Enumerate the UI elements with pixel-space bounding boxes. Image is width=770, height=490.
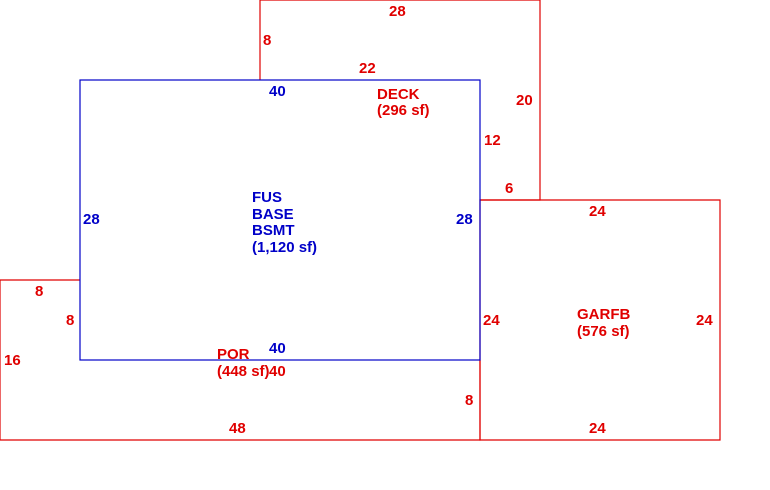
deck-dim-step: 6 <box>505 180 514 197</box>
porch-dim-left: 16 <box>4 352 21 369</box>
porch-name: POR <box>217 346 250 363</box>
main-area-dim-right: 28 <box>456 211 473 228</box>
garage-dim-bottom: 24 <box>589 420 606 437</box>
porch-dim-inner-side: 8 <box>66 312 75 329</box>
main-area-dim-left: 28 <box>83 211 100 228</box>
porch-dim-right: 8 <box>465 392 474 409</box>
garage-dim-right: 24 <box>696 312 713 329</box>
main-area-name-line-3: BSMT <box>252 222 295 239</box>
deck-dim-right: 20 <box>516 92 533 109</box>
deck-size: (296 sf) <box>377 102 430 119</box>
porch-dim-top: 8 <box>35 283 44 300</box>
garage-dim-left: 24 <box>483 312 500 329</box>
main-area-dim-top: 40 <box>269 83 286 100</box>
main-area-outline <box>79 79 481 361</box>
porch-dim-top-edge: 40 <box>269 363 286 380</box>
deck-dim-top: 28 <box>389 3 406 20</box>
main-area-name-line-2: BASE <box>252 206 294 223</box>
main-area-size: (1,120 sf) <box>252 239 318 256</box>
main-area-dim-bottom: 40 <box>269 340 286 357</box>
porch-dim-bottom: 48 <box>229 420 246 437</box>
garage-name: GARFB <box>577 306 631 323</box>
main-area-name-line-1: FUS <box>252 189 282 206</box>
deck-dim-left: 8 <box>263 32 272 49</box>
deck-name: DECK <box>377 86 420 103</box>
porch-size: (448 sf) <box>217 363 270 380</box>
deck-dim-bottom-left: 22 <box>359 60 376 77</box>
garage-dim-top: 24 <box>589 203 606 220</box>
garage-size: (576 sf) <box>577 323 630 340</box>
deck-dim-inner-side: 12 <box>484 132 501 149</box>
